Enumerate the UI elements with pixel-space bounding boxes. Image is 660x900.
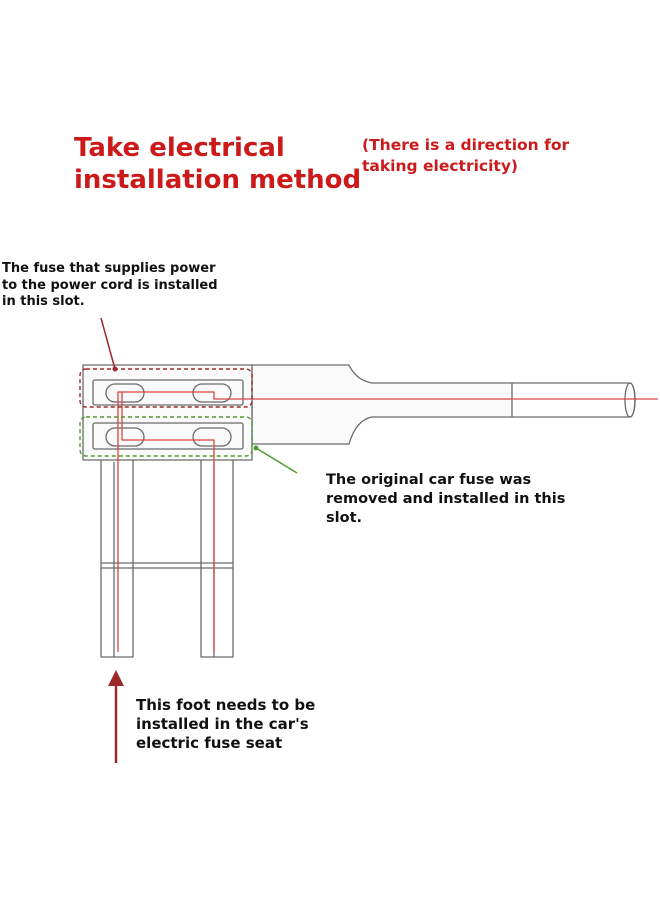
lower-slot-terminal-right: [192, 427, 232, 447]
upper-slot-terminal-right: [192, 383, 232, 403]
foot-annotation: This foot needs to be installed in the c…: [136, 696, 316, 752]
upper-slot-marker: [79, 368, 253, 408]
diagram-subtitle: (There is a direction for taking electri…: [362, 136, 570, 175]
cable-sleeve: [251, 364, 513, 445]
right-foot-leg: [200, 460, 234, 658]
insert-direction-arrowhead: [108, 670, 124, 686]
lower-slot-annotation: The original car fuse was removed and in…: [326, 472, 566, 526]
leg-band: [101, 562, 233, 569]
lower-slot-terminal-left: [105, 427, 145, 447]
lower-slot-leader: [255, 447, 298, 474]
upper-fuse-slot: [92, 379, 244, 406]
upper-slot-leader-dot: [112, 366, 118, 372]
upper-slot-leader: [100, 317, 116, 370]
cable-end: [624, 382, 636, 418]
fuse-tap-body: [82, 364, 253, 461]
upper-slot-terminal-left: [105, 383, 145, 403]
lower-slot-leader-dot: [253, 445, 259, 451]
internal-wire: [117, 391, 658, 652]
diagram-title: Take electrical installation method: [74, 133, 362, 195]
internal-wire-branch: [121, 392, 215, 652]
upper-slot-annotation: The fuse that supplies power to the powe…: [2, 261, 218, 309]
left-foot-leg: [100, 460, 134, 658]
lower-slot-marker: [79, 416, 253, 457]
power-cable: [512, 382, 636, 418]
lower-fuse-slot: [92, 422, 244, 450]
